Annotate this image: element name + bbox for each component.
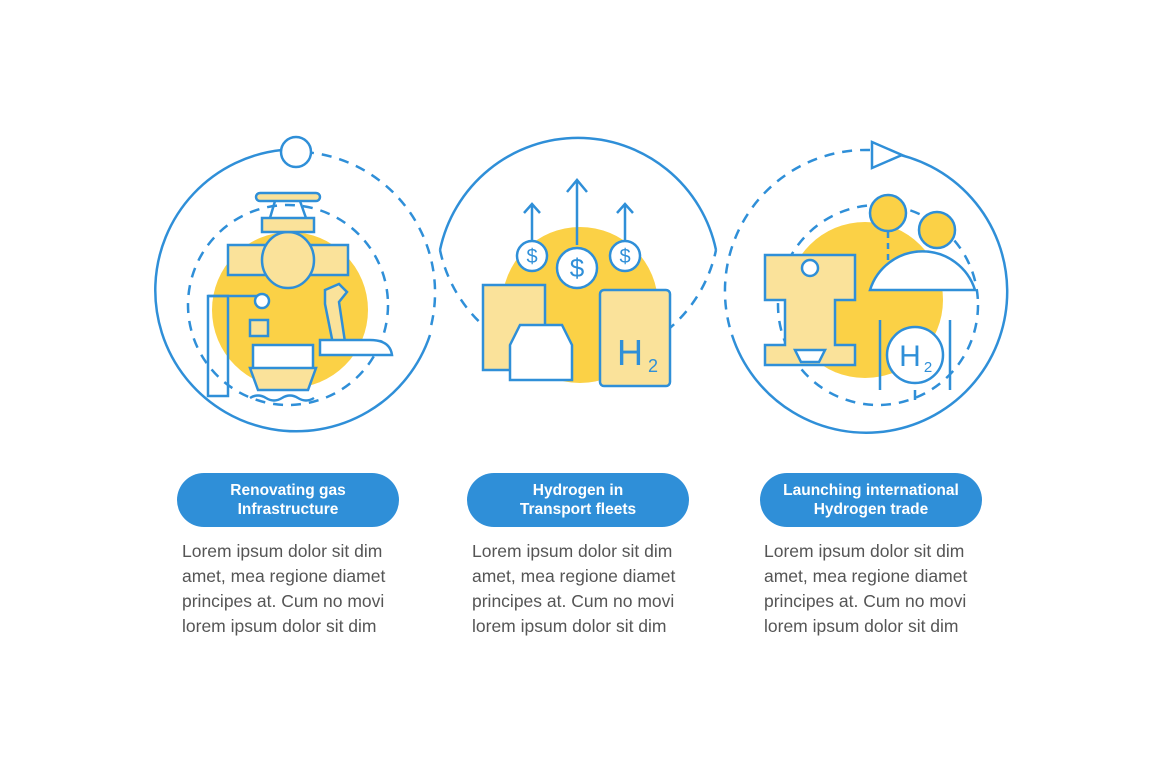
description-line: Lorem ipsum dolor sit dim — [182, 541, 383, 561]
step-title-line: Infrastructure — [237, 501, 339, 518]
step-2-title-badge: Hydrogen in Transport fleets — [467, 473, 689, 527]
step-2-description: Lorem ipsum dolor sit dim amet, mea regi… — [472, 539, 702, 639]
description-line: amet, mea regione diamet — [472, 566, 676, 586]
description-line: lorem ipsum dolor sit dim — [182, 616, 377, 636]
description-line: lorem ipsum dolor sit dim — [764, 616, 959, 636]
hydrogen-trade-icon — [763, 193, 977, 400]
h2-subscript: 2 — [648, 356, 658, 376]
step-1-title-badge: Renovating gas Infrastructure — [177, 473, 399, 527]
h2-label: H — [899, 340, 921, 373]
description-line: amet, mea regione diamet — [182, 566, 386, 586]
h2-label: H — [617, 332, 643, 373]
step-3-description: Lorem ipsum dolor sit dim amet, mea regi… — [764, 539, 994, 639]
step-title-line: Launching international — [783, 482, 959, 499]
description-line: Lorem ipsum dolor sit dim — [764, 541, 965, 561]
description-line: principes at. Cum no movi — [182, 591, 385, 611]
dollar-icon: $ — [619, 246, 630, 268]
description-line: lorem ipsum dolor sit dim — [472, 616, 667, 636]
step-1-ring — [154, 135, 437, 433]
description-line: principes at. Cum no movi — [472, 591, 675, 611]
dollar-icon: $ — [526, 246, 537, 268]
gas-pipeline-repair-icon — [206, 191, 394, 402]
hydrogen-transport-icon — [481, 178, 672, 388]
step-title-line: Transport fleets — [519, 501, 637, 518]
start-marker-icon — [279, 135, 313, 169]
description-line: amet, mea regione diamet — [764, 566, 968, 586]
h2-subscript: 2 — [924, 359, 932, 376]
step-title-line: Renovating gas — [230, 482, 346, 499]
step-1-description: Lorem ipsum dolor sit dim amet, mea regi… — [182, 539, 412, 639]
step-title-line: Hydrogen trade — [813, 501, 929, 518]
description-line: Lorem ipsum dolor sit dim — [472, 541, 673, 561]
step-2-ring — [438, 136, 718, 364]
dollar-icon: $ — [570, 253, 585, 283]
description-line: principes at. Cum no movi — [764, 591, 967, 611]
play-arrow-icon — [870, 140, 906, 170]
step-title-line: Hydrogen in — [532, 482, 624, 499]
step-3-title-badge: Launching international Hydrogen trade — [760, 473, 982, 527]
